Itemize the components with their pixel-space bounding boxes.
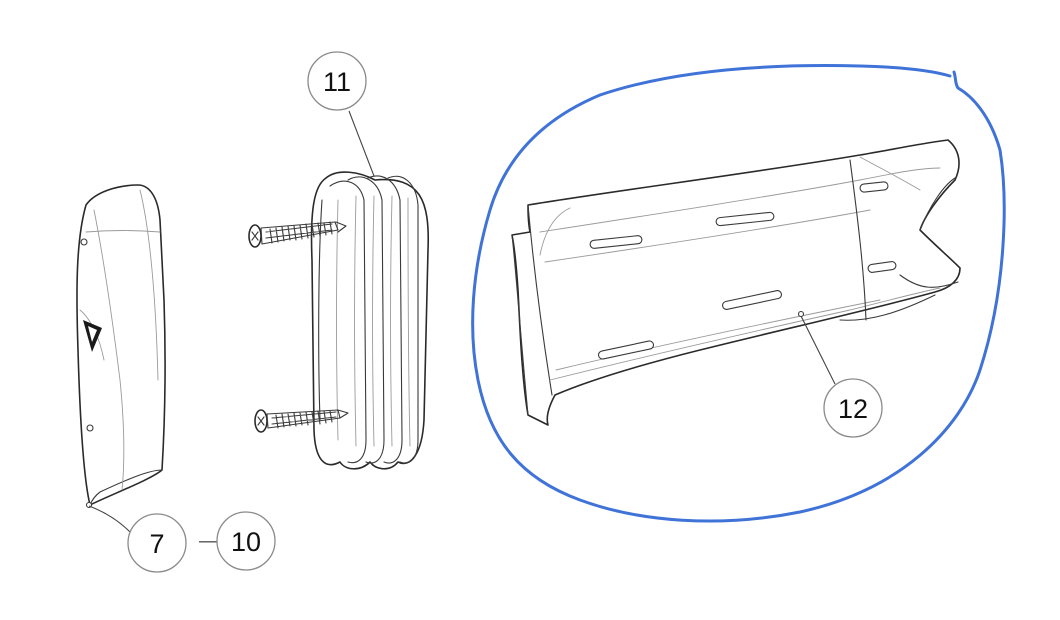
- triumph-logo-icon: [83, 320, 102, 352]
- callout-range-dash: —: [199, 530, 219, 552]
- leader-12: [800, 315, 836, 385]
- screw-upper: [248, 221, 347, 248]
- highlight-marker-loop: [471, 64, 1006, 523]
- leader-7: [88, 505, 131, 533]
- callout-10: 10: [216, 511, 276, 571]
- callout-7: 7: [127, 513, 187, 573]
- screw-lower: [254, 409, 349, 433]
- rail-housing-part: [511, 139, 961, 426]
- end-cap-part: [76, 184, 166, 509]
- callout-12-label: 12: [838, 394, 868, 424]
- leader-11: [348, 110, 375, 177]
- callout-11: 11: [307, 51, 367, 111]
- gasket-part: [310, 171, 430, 470]
- callout-12: 12: [823, 378, 883, 438]
- callout-10-label: 10: [231, 527, 261, 557]
- callout-7-label: 7: [149, 529, 164, 559]
- callout-11-label: 11: [323, 67, 351, 97]
